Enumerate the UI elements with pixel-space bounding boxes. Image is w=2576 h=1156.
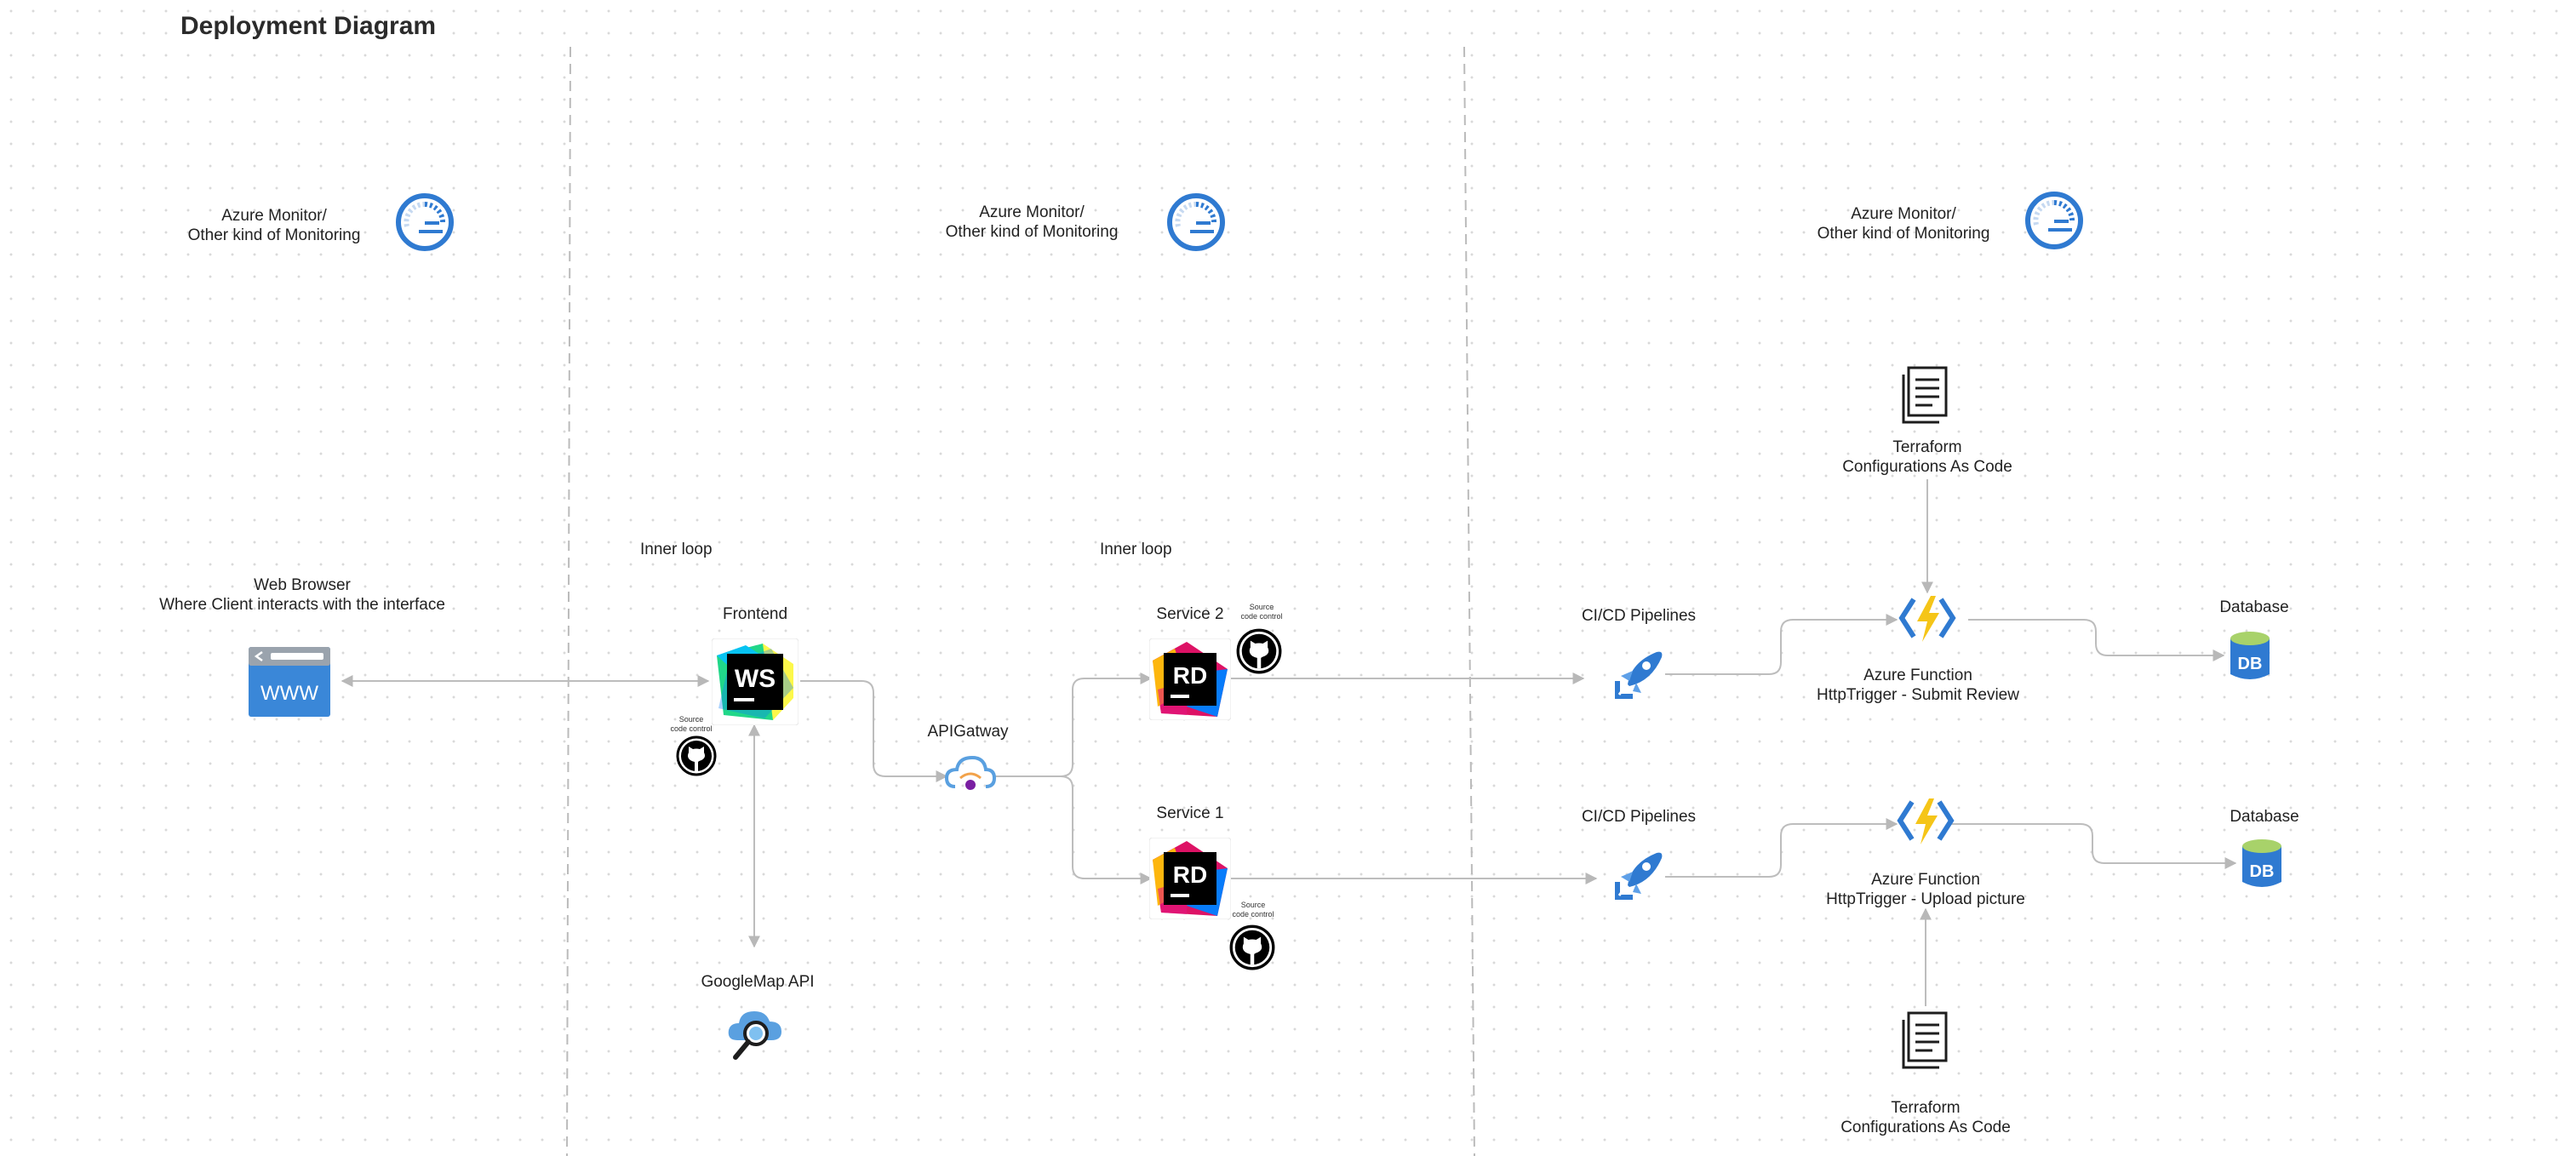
web-browser-label-line1: Web Browser: [254, 576, 351, 594]
database-label-bottom: Database: [2230, 808, 2299, 826]
pipelines-icon[interactable]: [1612, 848, 1665, 905]
terraform-label-bottom-line2: Configurations As Code: [1840, 1119, 2011, 1136]
web-browser-label: Web Browser Where Client interacts with …: [159, 575, 445, 615]
function-label-top-line2: HttpTrigger - Submit Review: [1817, 686, 2019, 704]
lane-divider-2: [1463, 46, 1475, 1156]
web-browser-label-line2: Where Client interacts with the interfac…: [159, 596, 445, 614]
service1-label: Service 1: [1156, 804, 1224, 822]
gauge-icon[interactable]: [1166, 192, 1226, 256]
cicd-function-top-connector: [1665, 614, 1898, 675]
frontend-icon-text: WS: [735, 665, 776, 693]
azure-function-icon[interactable]: [1898, 592, 1956, 648]
apigateway-service2-connector: [994, 672, 1153, 777]
function-label-bottom-line2: HttpTrigger - Upload picture: [1826, 890, 2025, 908]
web-browser-icon-text: WWW: [260, 682, 318, 705]
service2-label: Service 2: [1156, 605, 1224, 623]
rider-icon[interactable]: RD: [1148, 638, 1232, 724]
source-control-label-service2: Source code control: [1240, 603, 1282, 621]
frontend-apigateway-connector: [800, 680, 948, 782]
function-db-bottom-connector: [1951, 823, 2237, 869]
cloud-search-icon[interactable]: [725, 1004, 785, 1067]
source-control-label-service1-line1: Source: [1240, 901, 1266, 909]
cicd-label-bottom: CI/CD Pipelines: [1581, 808, 1697, 826]
function-label-top: Azure Function HttpTrigger - Submit Revi…: [1817, 666, 2019, 705]
service2-icon-text: RD: [1173, 662, 1207, 689]
lane-divider-1: [566, 46, 571, 1156]
googlemap-label: GoogleMap API: [701, 973, 815, 991]
source-control-label-frontend-line2: code control: [670, 724, 713, 733]
database-icon[interactable]: DB: [2229, 630, 2271, 687]
monitor-label-1-line1: Azure Monitor/: [221, 207, 327, 225]
document-icon[interactable]: [1900, 1011, 1951, 1073]
web-browser-icon[interactable]: WWW: [249, 647, 330, 721]
apigateway-label: APIGatway: [927, 723, 1009, 741]
function-db-top-connector: [1968, 619, 2225, 661]
source-control-label-service2-line2: code control: [1240, 612, 1283, 621]
cicd-function-bottom-connector: [1665, 818, 1898, 878]
source-control-label-frontend-line1: Source: [678, 715, 704, 724]
github-icon[interactable]: [676, 735, 717, 781]
rider-icon[interactable]: RD: [1148, 837, 1232, 924]
terraform-label-bottom-line1: Terraform: [1891, 1099, 1961, 1117]
source-control-label-service1-line2: code control: [1232, 910, 1274, 919]
function-label-bottom: Azure Function HttpTrigger - Upload pict…: [1826, 870, 2025, 909]
terraform-label-top: Terraform Configurations As Code: [1842, 438, 2012, 477]
source-control-label-service1: Source code control: [1232, 901, 1274, 919]
function-label-bottom-line1: Azure Function: [1871, 871, 1980, 889]
database-bottom-icon-text: DB: [2250, 862, 2275, 881]
database-label-top: Database: [2219, 598, 2289, 616]
cicd-label-top: CI/CD Pipelines: [1581, 607, 1697, 625]
pipelines-icon[interactable]: [1612, 647, 1665, 704]
terraform-label-bottom: Terraform Configurations As Code: [1840, 1098, 2011, 1137]
source-control-label-frontend: Source code control: [670, 715, 712, 734]
terraform-label-top-line2: Configurations As Code: [1842, 458, 2012, 476]
inner-loop-label-2: Inner loop: [1100, 541, 1172, 558]
gauge-icon[interactable]: [395, 192, 455, 256]
monitor-label-3: Azure Monitor/ Other kind of Monitoring: [1818, 204, 1990, 243]
service1-icon-text: RD: [1173, 861, 1207, 888]
terraform-label-top-line1: Terraform: [1892, 438, 1962, 456]
monitor-label-3-line1: Azure Monitor/: [1851, 205, 1956, 223]
database-top-icon-text: DB: [2238, 655, 2263, 673]
source-control-label-service2-line1: Source: [1249, 603, 1274, 611]
gauge-icon[interactable]: [2024, 191, 2084, 255]
database-icon[interactable]: DB: [2241, 838, 2283, 895]
api-gateway-icon[interactable]: [943, 753, 998, 801]
webstorm-icon[interactable]: WS: [711, 638, 799, 730]
monitor-label-2-line2: Other kind of Monitoring: [945, 223, 1119, 241]
monitor-label-3-line2: Other kind of Monitoring: [1817, 225, 1990, 243]
github-icon[interactable]: [1229, 924, 1275, 975]
monitor-label-2-line1: Azure Monitor/: [979, 203, 1085, 221]
azure-function-icon[interactable]: [1897, 795, 1955, 850]
monitor-label-2: Azure Monitor/ Other kind of Monitoring: [946, 203, 1119, 242]
monitor-label-1-line2: Other kind of Monitoring: [187, 226, 361, 244]
apigateway-service1-connector: [1060, 775, 1153, 884]
diagram-title: Deployment Diagram: [180, 12, 437, 40]
inner-loop-label-1: Inner loop: [640, 541, 713, 558]
monitor-label-1: Azure Monitor/ Other kind of Monitoring: [188, 206, 361, 245]
github-icon[interactable]: [1236, 628, 1282, 678]
function-label-top-line1: Azure Function: [1863, 667, 1972, 684]
frontend-label: Frontend: [722, 605, 788, 623]
document-icon[interactable]: [1900, 366, 1951, 428]
